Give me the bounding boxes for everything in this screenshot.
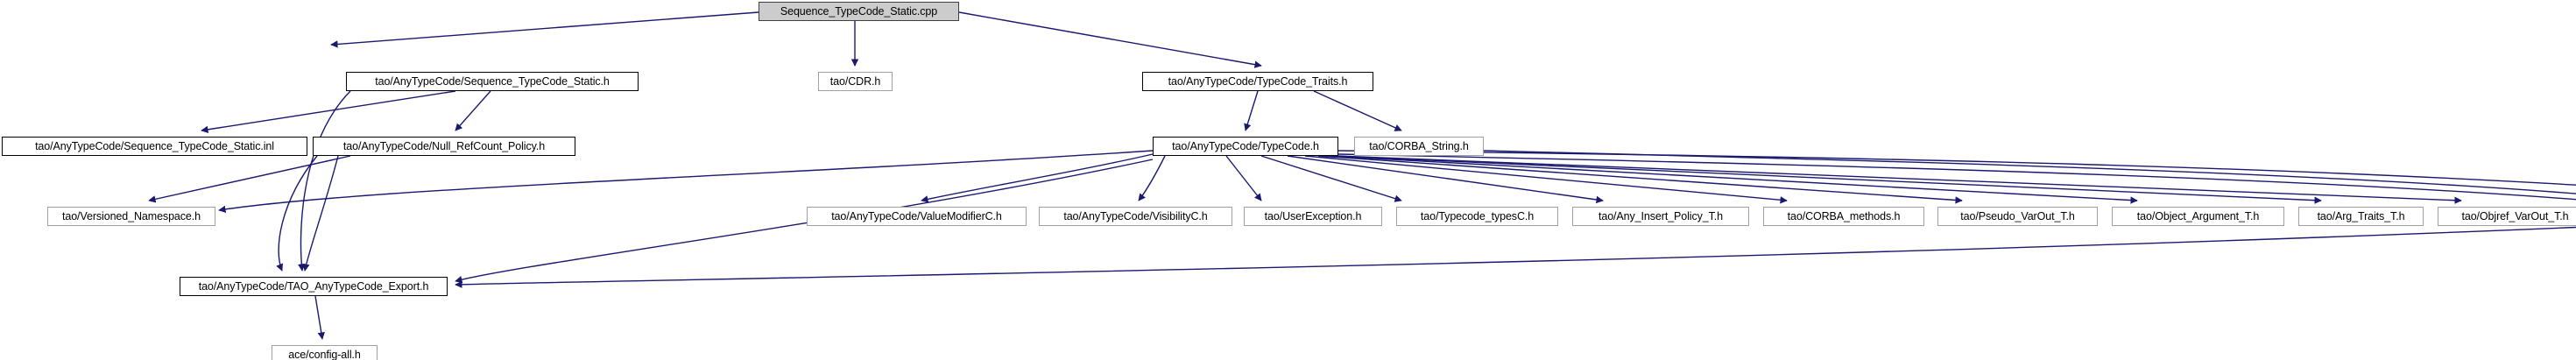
edge-null-refcount-to-export-a [276, 155, 318, 272]
node-label: tao/AnyTypeCode/ValueModifierC.h [831, 209, 1002, 222]
node-label: ace/config-all.h [288, 348, 361, 360]
node-label: tao/AnyTypeCode/Sequence_TypeCode_Static… [375, 74, 610, 88]
node-tao-anytypecode-valuemodifierc-h[interactable]: tao/AnyTypeCode/ValueModifierC.h [807, 207, 1027, 226]
node-tao-cdr-h[interactable]: tao/CDR.h [818, 72, 893, 91]
node-tao-userexception-h[interactable]: tao/UserException.h [1244, 207, 1382, 226]
node-label: tao/AnyTypeCode/TypeCode_Traits.h [1168, 74, 1348, 88]
edge-seq-static-h-to-export [298, 90, 351, 272]
node-label: tao/Typecode_typesC.h [1420, 209, 1535, 222]
node-tao-anytypecode-typecode-h[interactable]: tao/AnyTypeCode/TypeCode.h [1153, 137, 1338, 156]
node-tao-arg-traits-t-h[interactable]: tao/Arg_Traits_T.h [2298, 207, 2424, 226]
node-label: tao/AnyTypeCode/TAO_AnyTypeCode_Export.h [198, 279, 429, 293]
node-tao-anytypecode-sequence-typecode-static-inl[interactable]: tao/AnyTypeCode/Sequence_TypeCode_Static… [2, 137, 307, 156]
edge-typecode-h-to-typecode-inl [1337, 153, 2576, 201]
edge-null-refcount-to-versioned-namespace [148, 155, 351, 203]
node-label: tao/CORBA_String.h [1369, 139, 1469, 152]
edge-typecode-h-to-any-insert-policy [1287, 155, 1604, 204]
node-tao-anytypecode-tao-anytypecode-export-h[interactable]: tao/AnyTypeCode/TAO_AnyTypeCode_Export.h [180, 277, 448, 296]
node-label: tao/Arg_Traits_T.h [2317, 209, 2405, 222]
edge-typecode-h-to-pseudo-varout [1317, 155, 1963, 204]
node-tao-corba-methods-h[interactable]: tao/CORBA_methods.h [1763, 207, 1924, 226]
edge-typecode-h-to-objref-varout [1336, 155, 2462, 204]
edge-typecode-h-to-visibility [1138, 155, 1166, 201]
edge-typecode-inl-to-export [455, 226, 2576, 289]
node-sequence-typecode-static-cpp[interactable]: Sequence_TypeCode_Static.cpp [759, 2, 959, 21]
node-label: tao/UserException.h [1264, 209, 1362, 222]
edge-typecode-h-to-userexception [1225, 155, 1262, 201]
edge-traits-h-to-typecode-h [1244, 90, 1259, 131]
node-label: tao/AnyTypeCode/VisibilityC.h [1063, 209, 1208, 222]
edge-root-to-typecode-traits-h [958, 11, 1262, 68]
node-tao-pseudo-varout-t-h[interactable]: tao/Pseudo_VarOut_T.h [1937, 207, 2098, 226]
edge-export-to-config-all [314, 295, 325, 340]
edge-typecode-h-to-arg-traits [1332, 155, 2322, 204]
node-label: tao/Objref_VarOut_T.h [2461, 209, 2569, 222]
node-tao-typecode-typesc-h[interactable]: tao/Typecode_typesC.h [1396, 207, 1558, 226]
edge-typecode-h-to-anytypecode-methods [1337, 150, 2576, 186]
edge-seq-static-h-to-seq-static-inl [201, 90, 456, 133]
node-tao-objref-varout-t-h[interactable]: tao/Objref_VarOut_T.h [2438, 207, 2576, 226]
node-label: tao/CORBA_methods.h [1787, 209, 1901, 222]
node-label: tao/AnyTypeCode/TypeCode.h [1172, 139, 1319, 152]
edge-typecode-h-to-valuemodifier [921, 153, 1154, 203]
edge-traits-h-to-corba-string-h [1313, 90, 1402, 131]
node-tao-corba-string-h[interactable]: tao/CORBA_String.h [1354, 137, 1484, 156]
edge-typecode-h-to-versioned-namespace [218, 150, 1154, 214]
node-tao-object-argument-t-h[interactable]: tao/Object_Argument_T.h [2112, 207, 2284, 226]
node-label: tao/Object_Argument_T.h [2136, 209, 2260, 222]
node-tao-anytypecode-null-refcount-policy-h[interactable]: tao/AnyTypeCode/Null_RefCount_Policy.h [313, 137, 575, 156]
node-tao-versioned-namespace-h[interactable]: tao/Versioned_Namespace.h [47, 207, 215, 226]
node-tao-anytypecode-visibilityc-h[interactable]: tao/AnyTypeCode/VisibilityC.h [1039, 207, 1232, 226]
edge-typecode-h-to-object-argument [1326, 155, 2138, 204]
node-label: tao/CDR.h [829, 74, 881, 88]
node-label: tao/Any_Insert_Policy_T.h [1598, 209, 1724, 222]
node-tao-anytypecode-typecode-traits-h[interactable]: tao/AnyTypeCode/TypeCode_Traits.h [1142, 72, 1373, 91]
node-tao-anytypecode-sequence-typecode-static-h[interactable]: tao/AnyTypeCode/Sequence_TypeCode_Static… [346, 72, 639, 91]
edge-typecode-h-to-corba-methods [1304, 155, 1788, 204]
node-label: Sequence_TypeCode_Static.cpp [780, 4, 938, 18]
node-ace-config-all-h[interactable]: ace/config-all.h [272, 345, 378, 360]
edge-typecode-h-to-typecode-types [1260, 155, 1402, 202]
edge-null-refcount-to-export-b [302, 155, 339, 272]
edge-seq-static-h-to-null-refcount [455, 90, 491, 131]
node-label: tao/AnyTypeCode/Sequence_TypeCode_Static… [35, 139, 274, 152]
node-label: tao/Pseudo_VarOut_T.h [1960, 209, 2075, 222]
node-label: tao/AnyTypeCode/Null_RefCount_Policy.h [342, 139, 546, 152]
node-label: tao/Versioned_Namespace.h [61, 209, 201, 222]
edge-root-to-sequence-typecode-static-h [330, 11, 759, 48]
node-tao-any-insert-policy-t-h[interactable]: tao/Any_Insert_Policy_T.h [1572, 207, 1749, 226]
